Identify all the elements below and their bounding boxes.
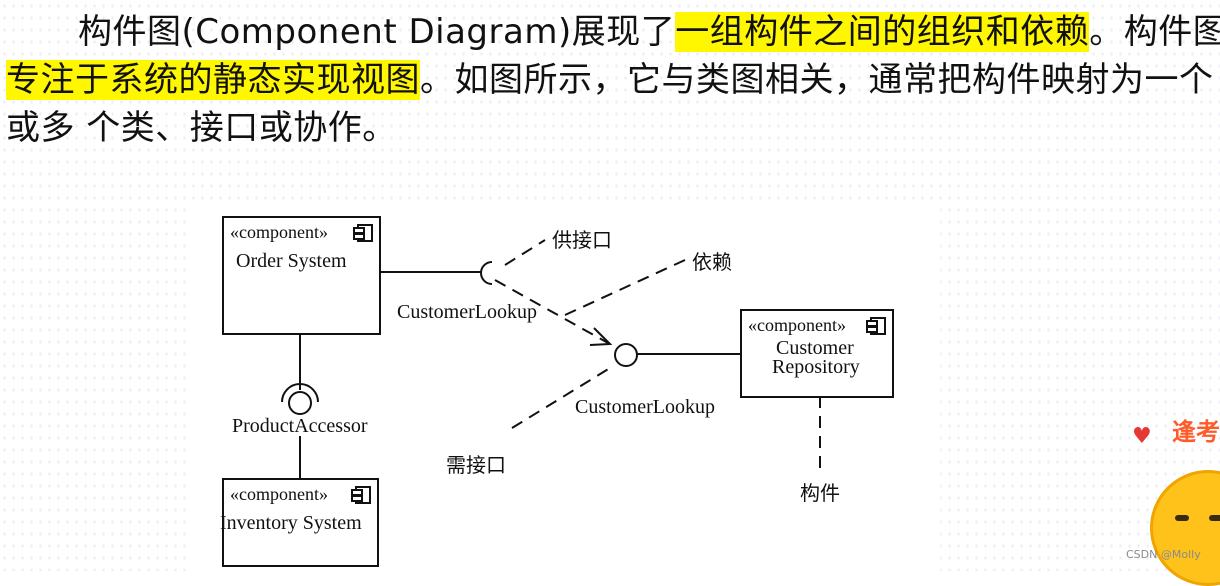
product-accessor-lollipop (288, 391, 312, 415)
line1-pre: 构件图(Component Diagram)展现了 (78, 12, 676, 52)
customer-lookup-label-right: CustomerLookup (575, 396, 715, 418)
line1-post: 。构件图 (1089, 12, 1220, 52)
product-accessor-label: ProductAccessor (232, 415, 368, 437)
heart-icon: ♥ (1132, 424, 1152, 449)
component-icon (353, 224, 373, 242)
paragraph-line-1: 构件图(Component Diagram)展现了一组构件之间的组织和依赖。构件… (6, 8, 1220, 56)
paragraph-line-3: 或多 个类、接口或协作。 (6, 108, 397, 148)
order-system-stereotype: «component» (230, 222, 328, 242)
line2-post: 。如图所示，它与类图相关，通常把构件映射为一个 (420, 60, 1214, 100)
customer-repository-component: «component» Customer Repository (740, 309, 894, 398)
customer-repository-name-line1: Customer (776, 337, 854, 359)
dependency-line (494, 279, 609, 344)
order-system-component: «component» Order System (222, 216, 381, 335)
dependency-arrowhead (589, 327, 613, 346)
inventory-system-name: Inventory System (220, 512, 362, 534)
component-icon (866, 317, 886, 335)
inventory-system-component: «component» Inventory System (220, 478, 379, 567)
customer-repository-name-line2: Repository (772, 356, 860, 378)
order-socket (480, 261, 493, 285)
customer-lookup-label-left: CustomerLookup (397, 301, 537, 323)
customer-repository-stereotype: «component» (748, 315, 846, 335)
provided-interface-callout: 供接口 (552, 228, 612, 252)
product-accessor-socket (281, 383, 319, 403)
component-icon (351, 486, 371, 504)
intro-paragraph: 构件图(Component Diagram)展现了一组构件之间的组织和依赖。构件… (6, 8, 1220, 152)
diagram-connectors (281, 239, 821, 478)
customer-lookup-lollipop (614, 343, 638, 367)
brand-logo-text: 逢考 (1172, 418, 1220, 446)
paragraph-line-2: 专注于系统的静态实现视图。如图所示，它与类图相关，通常把构件映射为一个 (6, 56, 1220, 104)
inventory-system-stereotype: «component» (230, 484, 328, 504)
highlight-static-view: 专注于系统的静态实现视图 (6, 60, 420, 100)
dependency-callout-leader (564, 259, 686, 316)
component-diagram: «component» Order System «component» Cus… (190, 200, 940, 571)
mascot-eye-right (1209, 515, 1220, 521)
component-callout: 构件 (800, 481, 840, 505)
dependency-callout: 依赖 (692, 250, 732, 274)
csdn-watermark: CSDN @Molly (1126, 548, 1201, 561)
mascot-eye-left (1175, 515, 1189, 521)
required-interface-callout: 需接口 (446, 453, 506, 477)
provided-callout-leader (504, 239, 546, 266)
order-system-name: Order System (236, 250, 347, 272)
highlight-organization-dependency: 一组构件之间的组织和依赖 (675, 12, 1090, 52)
